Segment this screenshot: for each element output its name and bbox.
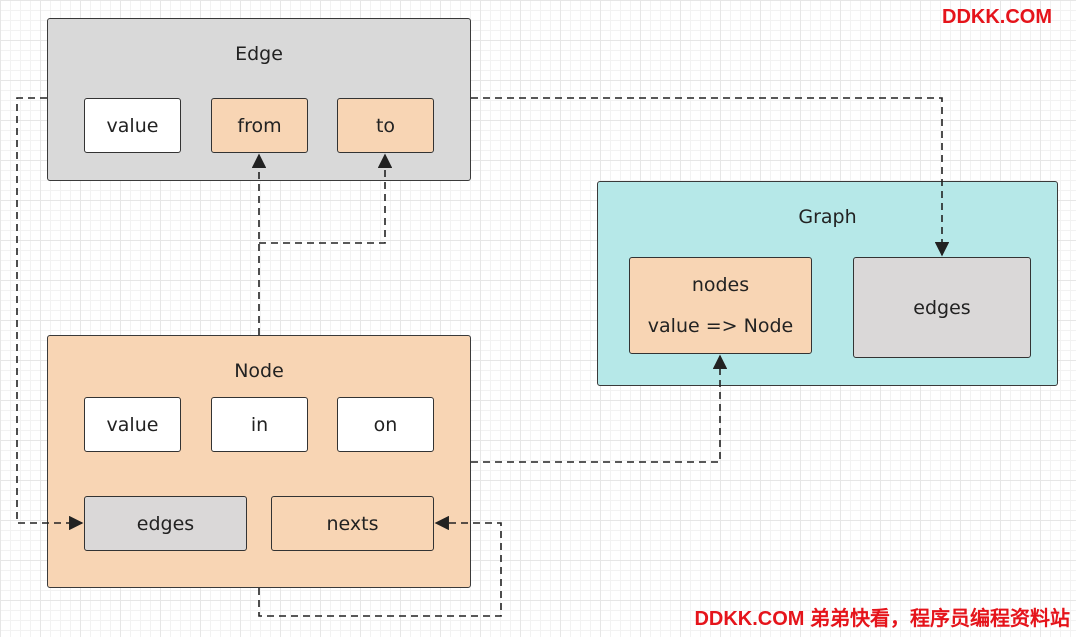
edge-title: Edge [235, 43, 283, 65]
graph-nodes-map: value => Node [647, 315, 794, 338]
node-on-field: on [337, 397, 434, 452]
node-value-field: value [84, 397, 181, 452]
node-edges-field: edges [84, 496, 247, 551]
edge-to-field: to [337, 98, 434, 153]
node-nexts-field: nexts [271, 496, 434, 551]
edge-value-field: value [84, 98, 181, 153]
watermark-top: DDKK.COM [942, 6, 1052, 28]
graph-title: Graph [798, 206, 857, 228]
node-in-field: in [211, 397, 308, 452]
edge-from-field: from [211, 98, 308, 153]
watermark-bottom: DDKK.COM 弟弟快看，程序员编程资料站 [694, 608, 1070, 630]
graph-edges-field: edges [853, 257, 1031, 358]
graph-nodes-label: nodes [691, 273, 750, 296]
graph-nodes-field: nodes value => Node [629, 257, 812, 354]
node-title: Node [234, 360, 284, 382]
